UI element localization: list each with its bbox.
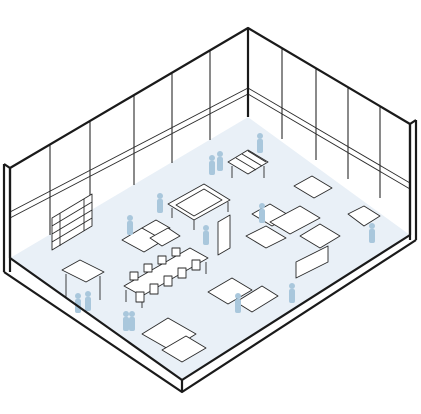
long-conference-table xyxy=(123,247,209,308)
person-figure xyxy=(289,283,295,303)
side-lounge-chair xyxy=(61,259,105,300)
back-right-wall xyxy=(247,28,411,235)
conference-chairs xyxy=(129,247,201,303)
back-left-wall xyxy=(9,28,249,258)
person-figure xyxy=(235,293,241,313)
person-figure xyxy=(257,133,263,153)
person-figure xyxy=(217,151,223,171)
foosball-table xyxy=(227,149,269,178)
standing-partitions xyxy=(217,214,329,279)
person-figure xyxy=(127,215,133,235)
person-figure xyxy=(123,311,129,331)
person-figure xyxy=(129,311,135,331)
people-figures xyxy=(75,133,375,331)
person-figure xyxy=(259,203,265,223)
person-figure xyxy=(209,155,215,175)
shelving-unit xyxy=(51,193,93,251)
lounge-seating-bottom xyxy=(141,277,279,363)
person-figure xyxy=(85,291,91,311)
person-figure xyxy=(75,293,81,313)
person-figure xyxy=(203,225,209,245)
person-figure xyxy=(369,223,375,243)
person-figure xyxy=(157,193,163,213)
pool-table xyxy=(167,183,231,230)
room-outline xyxy=(2,26,418,394)
